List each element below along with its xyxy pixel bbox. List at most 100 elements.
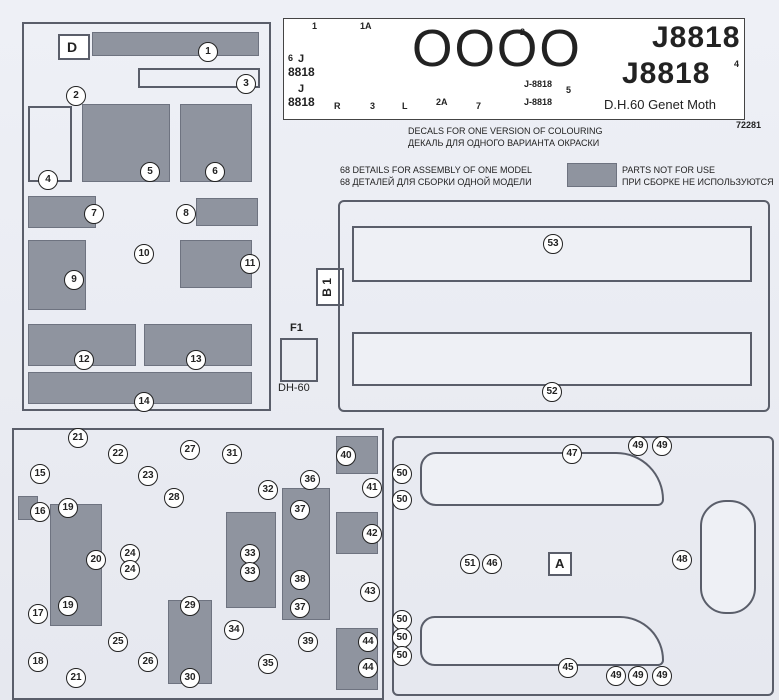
part-52-lower-wing bbox=[352, 332, 752, 386]
part-number: 10 bbox=[134, 244, 154, 264]
part-number: 19 bbox=[58, 498, 78, 518]
decal-n2: 2 bbox=[520, 27, 526, 37]
details-en: 68 DETAILS FOR ASSEMBLY OF ONE MODEL bbox=[340, 165, 533, 175]
part-number: 18 bbox=[28, 652, 48, 672]
part-number: 49 bbox=[652, 436, 672, 456]
part-number: 14 bbox=[134, 392, 154, 412]
decal-caption-ru: ДЕКАЛЬ ДЛЯ ОДНОГО ВАРИАНТА ОКРАСКИ bbox=[408, 138, 600, 148]
decal-n1: 1 bbox=[312, 21, 318, 31]
part-number: 9 bbox=[64, 270, 84, 290]
part-number: 4 bbox=[38, 170, 58, 190]
part-number: 41 bbox=[362, 478, 382, 498]
part-number: 26 bbox=[138, 652, 158, 672]
part-13-prop-panel bbox=[144, 324, 252, 366]
part-number: 23 bbox=[138, 466, 158, 486]
part-1-fuselage-strip bbox=[92, 32, 259, 56]
part-number: 20 bbox=[86, 550, 106, 570]
sprue-a-label-box: A bbox=[548, 552, 572, 576]
sprue-a-frame bbox=[392, 436, 774, 696]
part-number: 50 bbox=[392, 646, 412, 666]
not-for-use-ru: ПРИ СБОРКЕ НЕ ИСПОЛЬЗУЮТСЯ bbox=[622, 177, 774, 187]
sprue-d-label-box: D bbox=[58, 34, 90, 60]
part-number: 21 bbox=[68, 428, 88, 448]
part-number: 11 bbox=[240, 254, 260, 274]
decal-reg-large-1: J8818 bbox=[652, 21, 741, 54]
part-number: 45 bbox=[558, 658, 578, 678]
part-number: 36 bbox=[300, 470, 320, 490]
part-number: 5 bbox=[140, 162, 160, 182]
details-ru: 68 ДЕТАЛЕЙ ДЛЯ СБОРКИ ОДНОЙ МОДЕЛИ bbox=[340, 177, 532, 187]
part-number: 34 bbox=[224, 620, 244, 640]
part-number: 38 bbox=[290, 570, 310, 590]
decal-sheet: J8818 J8818 OOOO 8818 8818 J J J-8818 J-… bbox=[283, 18, 745, 120]
decal-l: L bbox=[402, 101, 408, 111]
part-number: 49 bbox=[628, 666, 648, 686]
sprue-f-frame bbox=[280, 338, 318, 382]
part-number: 49 bbox=[652, 666, 672, 686]
part-number: 48 bbox=[672, 550, 692, 570]
part-number: 17 bbox=[28, 604, 48, 624]
part-number: 6 bbox=[205, 162, 225, 182]
part-number: 49 bbox=[628, 436, 648, 456]
part-number: 44 bbox=[358, 632, 378, 652]
decal-n6: 6 bbox=[288, 53, 294, 63]
part-number: 52 bbox=[542, 382, 562, 402]
decal-n5: 5 bbox=[566, 85, 572, 95]
part-number: 42 bbox=[362, 524, 382, 544]
part-number: 28 bbox=[164, 488, 184, 508]
decal-n4: 4 bbox=[734, 59, 740, 69]
part-45-fuselage-half bbox=[420, 616, 664, 666]
part-number: 2 bbox=[66, 86, 86, 106]
decal-roundels: OOOO bbox=[412, 20, 582, 78]
part-number: 44 bbox=[358, 658, 378, 678]
part-number: 50 bbox=[392, 490, 412, 510]
decal-reg-stack-top: 8818 bbox=[288, 65, 315, 79]
part-number: 50 bbox=[392, 464, 412, 484]
part-number: 15 bbox=[30, 464, 50, 484]
model-name: D.H.60 Genet Moth bbox=[604, 97, 716, 112]
part-number: 32 bbox=[258, 480, 278, 500]
part-number: 43 bbox=[360, 582, 380, 602]
part-number: 8 bbox=[176, 204, 196, 224]
part-number: 27 bbox=[180, 440, 200, 460]
part-number: 16 bbox=[30, 502, 50, 522]
decal-reg-large-2: J8818 bbox=[622, 57, 711, 90]
sprue-dh-label: DH-60 bbox=[278, 382, 310, 394]
part-47-fuselage-half bbox=[420, 452, 664, 506]
part-48-rudder bbox=[700, 500, 756, 614]
part-number: 47 bbox=[562, 444, 582, 464]
sprue-b-frame bbox=[338, 200, 770, 412]
decal-n2a: 2A bbox=[436, 97, 448, 107]
part-number: 13 bbox=[186, 350, 206, 370]
part-number: 37 bbox=[290, 500, 310, 520]
decal-r: R bbox=[334, 101, 341, 111]
part-number: 30 bbox=[180, 668, 200, 688]
part-number: 40 bbox=[336, 446, 356, 466]
part-number: 39 bbox=[298, 632, 318, 652]
part-number: 12 bbox=[74, 350, 94, 370]
part-number: 37 bbox=[290, 598, 310, 618]
part-number: 33 bbox=[240, 562, 260, 582]
decal-reg-letter-2: J bbox=[298, 83, 305, 95]
part-3-strut bbox=[138, 68, 260, 88]
sprue-b-label: B 1 bbox=[320, 278, 334, 297]
part-number: 21 bbox=[66, 668, 86, 688]
part-number: 3 bbox=[236, 74, 256, 94]
not-for-use-en: PARTS NOT FOR USE bbox=[622, 165, 716, 175]
part-number: 51 bbox=[460, 554, 480, 574]
part-number: 33 bbox=[240, 544, 260, 564]
model-code: 72281 bbox=[736, 120, 762, 130]
decal-reg-stack-bottom: 8818 bbox=[288, 95, 315, 109]
decal-reg-small-2: J-8818 bbox=[524, 97, 553, 107]
part-number: 29 bbox=[180, 596, 200, 616]
part-number: 35 bbox=[258, 654, 278, 674]
decal-n3: 3 bbox=[370, 101, 376, 111]
sprue-c-frame bbox=[12, 428, 384, 700]
sprue-a-label: A bbox=[555, 556, 565, 571]
part-number: 31 bbox=[222, 444, 242, 464]
part-number: 24 bbox=[120, 560, 140, 580]
part-number: 25 bbox=[108, 632, 128, 652]
decal-reg-small-1: J-8818 bbox=[524, 79, 553, 89]
part-number: 50 bbox=[392, 610, 412, 630]
